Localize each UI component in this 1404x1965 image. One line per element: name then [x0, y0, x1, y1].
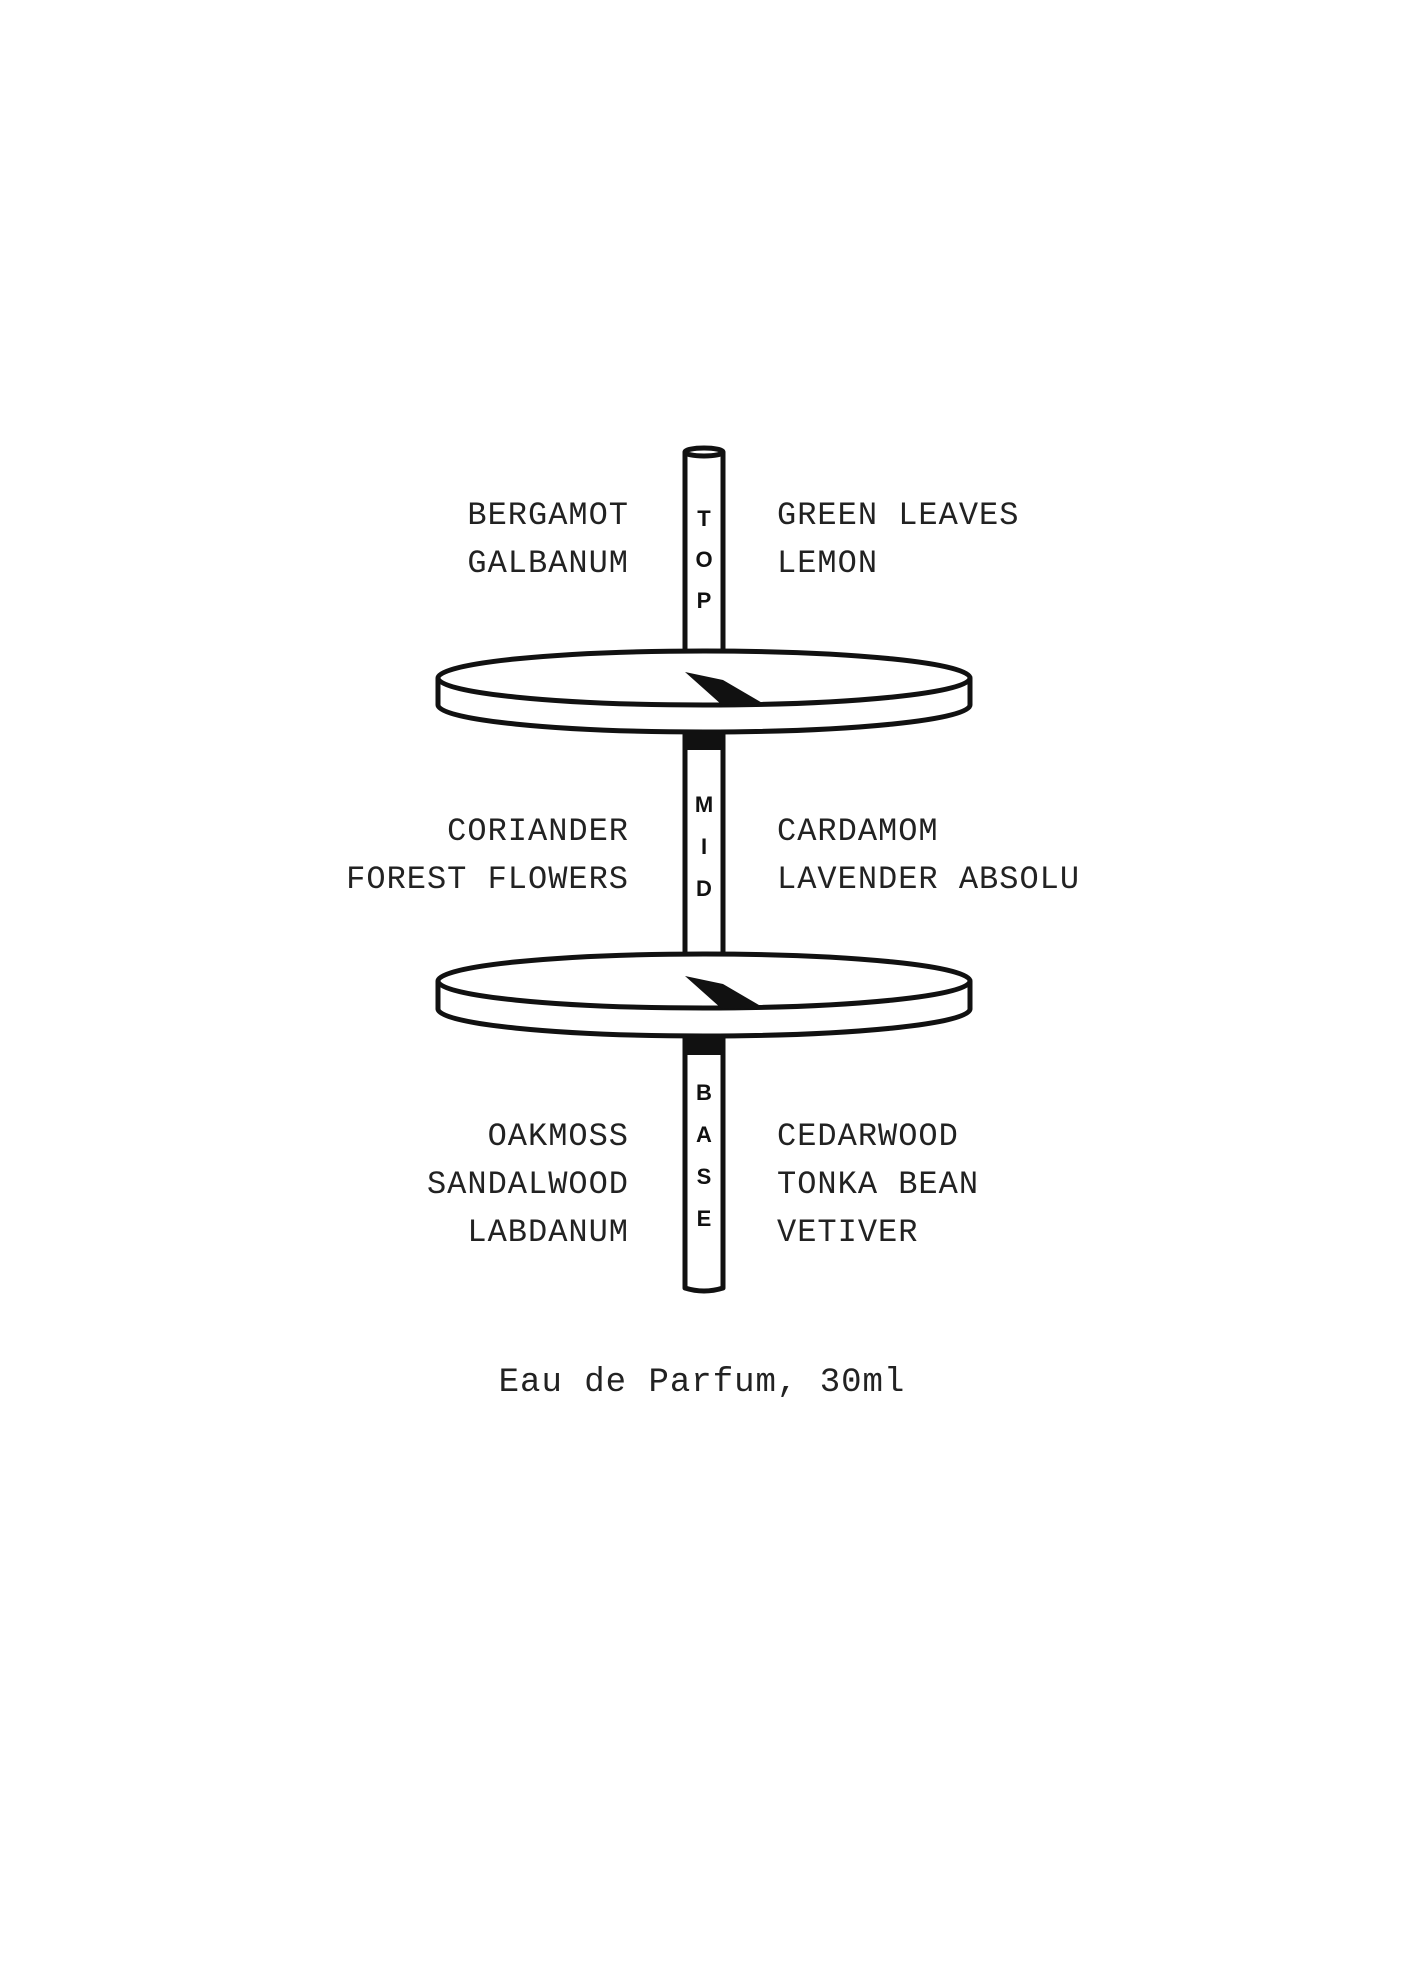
tier-letter: T: [697, 506, 711, 531]
top-left-notes: BERGAMOT GALBANUM: [467, 492, 629, 588]
note-item: FOREST FLOWERS: [346, 861, 629, 898]
note-item: LAVENDER ABSOLU: [777, 861, 1081, 898]
note-item: CORIANDER: [447, 813, 629, 850]
disc-lower: [435, 951, 973, 1039]
column-segment-mid: [682, 732, 726, 986]
mid-left-notes: CORIANDER FOREST FLOWERS: [346, 808, 629, 904]
note-item: TONKA BEAN: [777, 1166, 980, 1203]
tier-letter: S: [696, 1164, 712, 1189]
base-right-notes: CEDARWOOD TONKA BEAN VETIVER: [777, 1113, 979, 1257]
note-item: GALBANUM: [467, 545, 629, 582]
disc-upper: [435, 648, 973, 735]
tier-letter: O: [695, 547, 713, 572]
tier-letter: A: [696, 1122, 712, 1147]
tier-letter: I: [700, 834, 708, 859]
note-item: LABDANUM: [467, 1214, 629, 1251]
note-item: BERGAMOT: [467, 497, 629, 534]
tier-letter: P: [696, 588, 712, 613]
column-segment-top: [682, 445, 726, 682]
product-description: Eau de Parfum, 30ml: [498, 1364, 906, 1402]
tier-letter: E: [696, 1206, 712, 1231]
note-item: LEMON: [777, 545, 879, 582]
base-left-notes: OAKMOSS SANDALWOOD LABDANUM: [427, 1113, 629, 1257]
note-item: CARDAMOM: [777, 813, 939, 850]
note-item: GREEN LEAVES: [777, 497, 1020, 534]
top-right-notes: GREEN LEAVES LEMON: [777, 492, 1019, 588]
tier-letter: D: [696, 876, 712, 901]
column-segment-base: [682, 1037, 726, 1294]
note-item: OAKMOSS: [487, 1118, 629, 1155]
note-item: VETIVER: [777, 1214, 919, 1251]
note-item: SANDALWOOD: [426, 1166, 629, 1203]
note-item: CEDARWOOD: [777, 1118, 959, 1155]
mid-right-notes: CARDAMOM LAVENDER ABSOLU: [777, 808, 1133, 904]
tier-letter: B: [696, 1080, 712, 1105]
tier-letter: M: [694, 792, 714, 817]
